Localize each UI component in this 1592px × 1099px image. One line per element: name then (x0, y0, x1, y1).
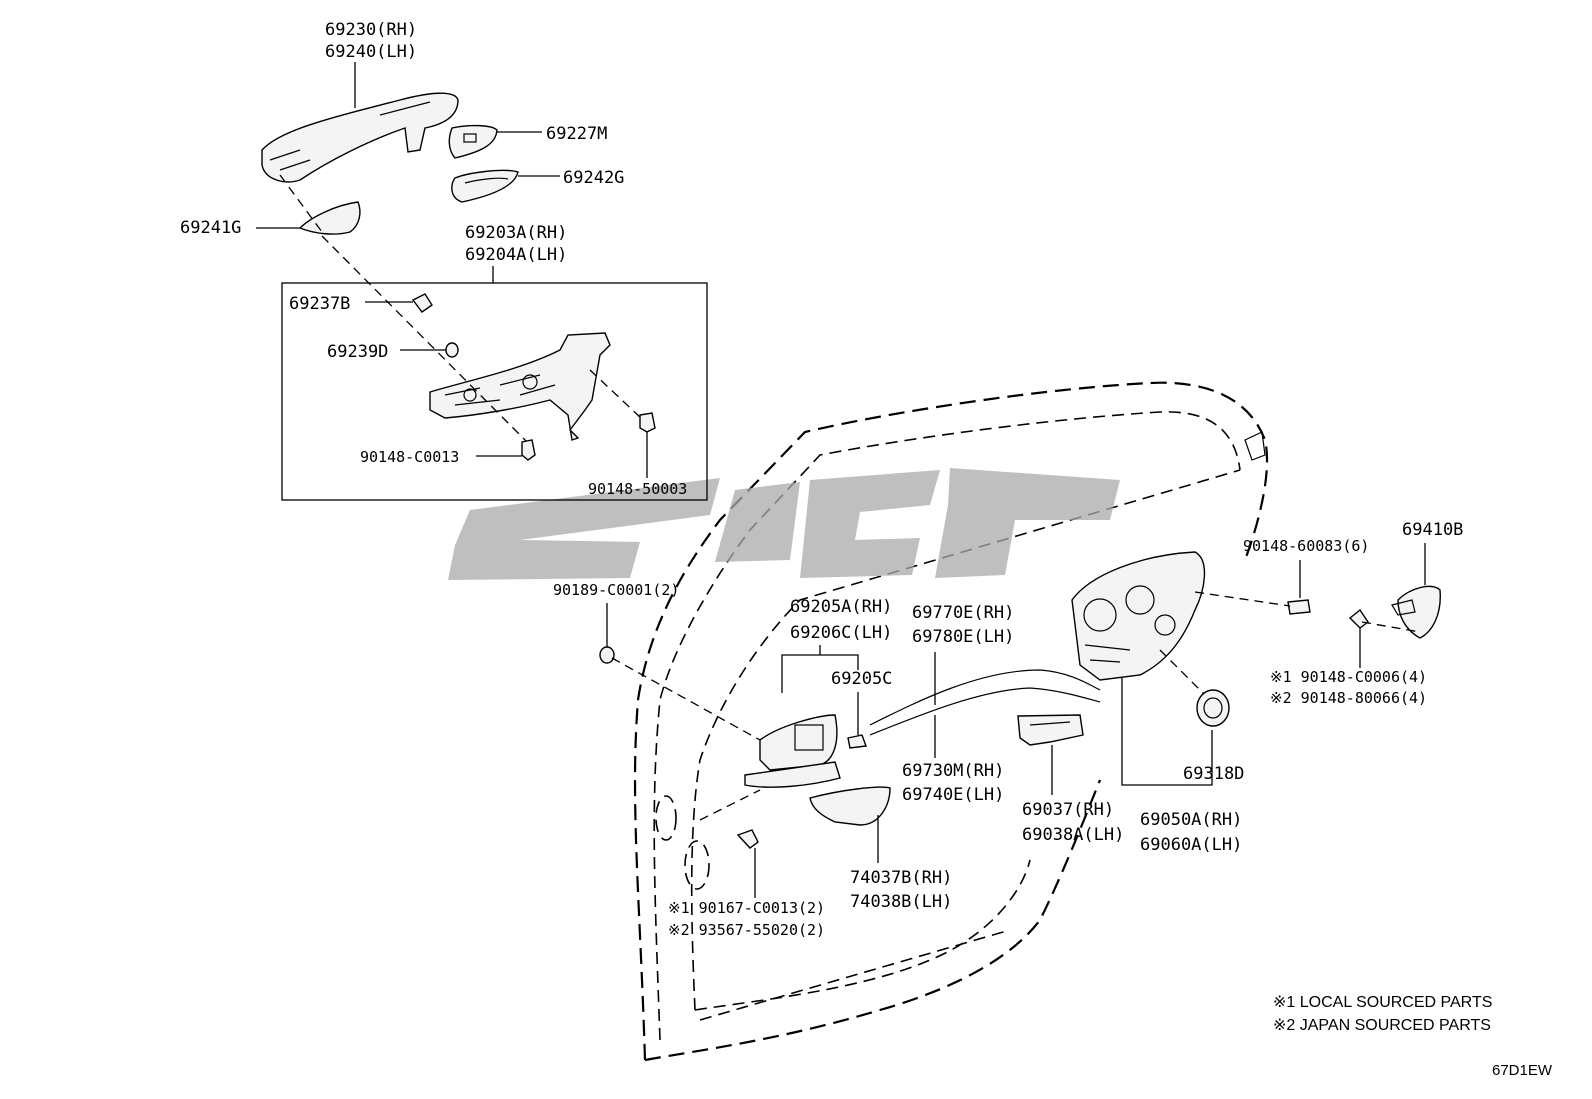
screw-90167 (736, 829, 759, 849)
outside-handle (261, 92, 459, 183)
note-local-sourced: ※1 LOCAL SOURCED PARTS (1273, 994, 1492, 1011)
label-90148-80066: ※2 90148-80066(4) (1270, 689, 1427, 707)
label-90167: ※1 90167-C0013(2) (668, 899, 825, 917)
dash-lock-grommet (1159, 649, 1211, 701)
label-90148-C0013: 90148-C0013 (360, 448, 459, 466)
plug-90189 (599, 646, 615, 664)
label-69050A: 69050A(RH) (1140, 810, 1242, 830)
dash-plug (611, 657, 761, 741)
label-74037B: 74037B(RH) (850, 868, 952, 888)
label-69038A: 69038A(LH) (1022, 825, 1124, 845)
trim-74037B (809, 786, 891, 826)
label-69239D: 69239D (327, 342, 388, 362)
screw-90148-50003 (639, 412, 656, 433)
label-69240: 69240(LH) (325, 42, 417, 62)
leader-69050A (1121, 678, 1213, 786)
cable-69770E (869, 669, 1101, 726)
label-69730M: 69730M(RH) (902, 761, 1004, 781)
watermark-logo (448, 468, 1120, 580)
label-69205C: 69205C (831, 669, 892, 689)
dash-frame (321, 235, 531, 446)
label-69206C: 69206C(LH) (790, 623, 892, 643)
label-69227M: 69227M (546, 124, 607, 144)
label-69770E: 69770E(RH) (912, 603, 1014, 623)
screw-90148-C0006 (1348, 608, 1369, 629)
grommet-69318D (1196, 689, 1230, 727)
handle-cap-69227M (448, 124, 498, 159)
label-69037: 69037(RH) (1022, 800, 1114, 820)
inner-handle-69205A (744, 714, 841, 788)
label-93567: ※2 93567-55020(2) (668, 921, 825, 939)
assembly-box (281, 282, 708, 501)
label-69740E: 69740E(LH) (902, 785, 1004, 805)
dash-inner-handle (699, 789, 761, 821)
pad-69239D (445, 342, 459, 358)
door-lock-69050A (1071, 551, 1206, 681)
label-74038B: 74038B(LH) (850, 892, 952, 912)
dash-frame-2 (589, 369, 644, 421)
screw-90148-C0013 (521, 439, 536, 461)
label-90148-60083: 90148-60083(6) (1243, 537, 1369, 555)
label-69780E: 69780E(LH) (912, 627, 1014, 647)
dash-lock-screw (1194, 591, 1291, 607)
grommet-inner (1203, 697, 1223, 719)
label-90189: 90189-C0001(2) (553, 581, 679, 599)
handle-frame (429, 332, 611, 441)
label-69060A: 69060A(LH) (1140, 835, 1242, 855)
dash-striker-screw (1361, 621, 1421, 633)
label-90148-50003: 90148-50003 (588, 480, 687, 498)
dash-handle-pad (279, 174, 323, 233)
label-69230: 69230(RH) (325, 20, 417, 40)
label-69237B: 69237B (289, 294, 350, 314)
label-69205A: 69205A(RH) (790, 597, 892, 617)
label-69203A: 69203A(RH) (465, 223, 567, 243)
screw-90148-60083 (1287, 599, 1311, 615)
lock-remote-69037 (1017, 714, 1084, 746)
gasket-69242G (451, 169, 519, 203)
label-69204A: 69204A(LH) (465, 245, 567, 265)
striker-69410B (1391, 585, 1441, 639)
label-69241G: 69241G (180, 218, 241, 238)
note-japan-sourced: ※2 JAPAN SOURCED PARTS (1273, 1017, 1491, 1034)
label-69318D: 69318D (1183, 764, 1244, 784)
cable-69730M (869, 687, 1101, 736)
cap-69237B (411, 293, 433, 313)
diagram-code: 67D1EW (1492, 1062, 1553, 1079)
pad-69241G (298, 201, 361, 235)
label-90148-C0006: ※1 90148-C0006(4) (1270, 668, 1427, 686)
label-69242G: 69242G (563, 168, 624, 188)
pad-69205C (847, 734, 867, 749)
label-69410B: 69410B (1402, 520, 1463, 540)
